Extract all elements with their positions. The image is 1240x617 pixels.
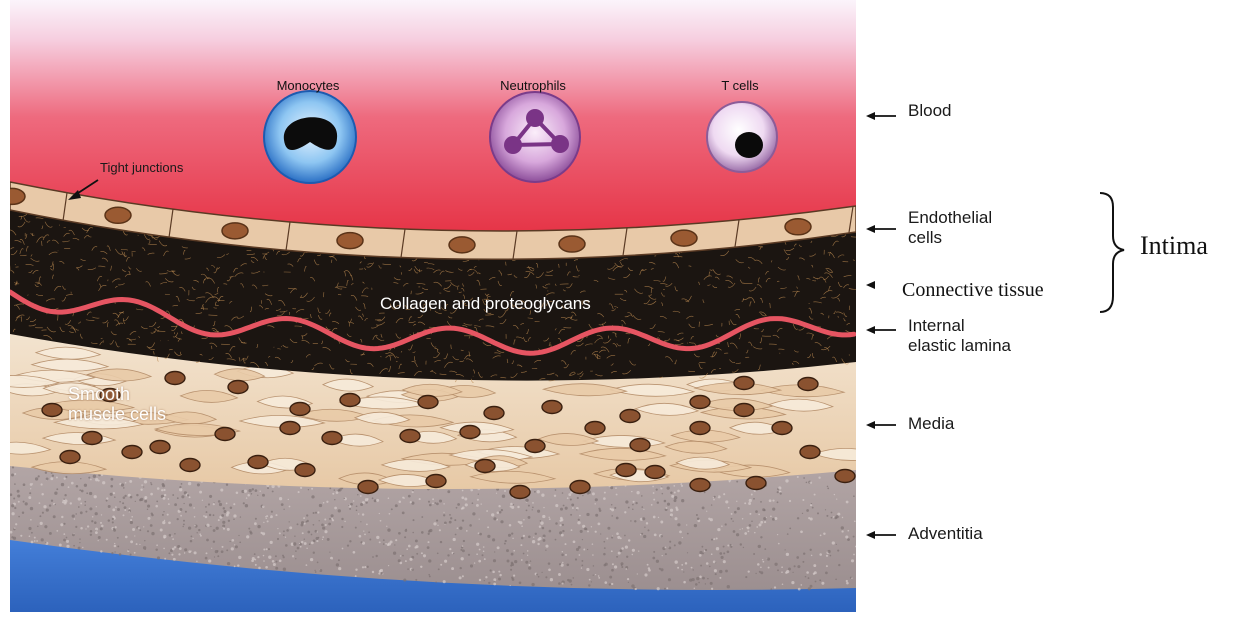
internal-elastic-lamina-label: Internal elastic lamina bbox=[908, 316, 1011, 356]
smooth-muscle-label: Smooth muscle cells bbox=[68, 384, 166, 424]
adventitia-label: Adventitia bbox=[908, 524, 983, 544]
neutrophils-label: Neutrophils bbox=[500, 78, 566, 93]
tight-junctions-label: Tight junctions bbox=[100, 158, 183, 178]
intima-brace bbox=[1100, 193, 1124, 312]
intima-label: Intima bbox=[1140, 236, 1208, 256]
blood-label: Blood bbox=[908, 101, 951, 121]
media-label: Media bbox=[908, 414, 954, 434]
t-cell bbox=[707, 102, 777, 172]
monocytes-label: Monocytes bbox=[277, 78, 340, 93]
t-cells-label: T cells bbox=[721, 78, 758, 93]
connective-tissue-label: Connective tissue bbox=[902, 280, 1044, 300]
endothelial-label: Endothelial cells bbox=[908, 208, 992, 248]
monocyte-cell bbox=[264, 91, 356, 183]
layer-arrows bbox=[866, 112, 896, 539]
collagen-label: Collagen and proteoglycans bbox=[380, 294, 591, 314]
neutrophil-cell bbox=[490, 92, 580, 182]
